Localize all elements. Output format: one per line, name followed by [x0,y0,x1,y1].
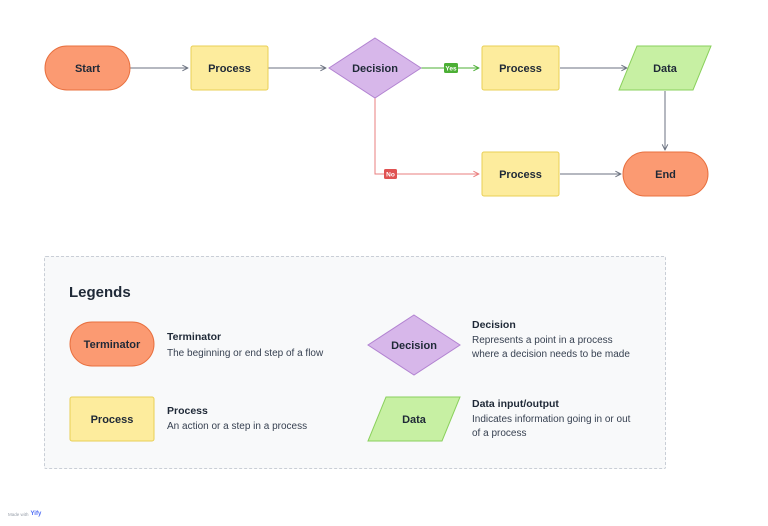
legend-shapes: Terminator Process Decision Data [69,314,461,442]
legend-decision-shape-label: Decision [391,340,437,352]
process-label-3: Process [499,169,542,181]
legend-decision-desc-line1: Represents a point in a process [472,335,613,346]
no-badge-label: No [386,172,395,179]
end-label: End [655,169,676,181]
process-node-1[interactable]: Process [190,45,269,91]
legend-panel: Legends Terminator Process Decision Data… [44,256,666,469]
yes-badge-label: Yes [445,66,457,73]
legend-data-shape-label: Data [402,414,427,426]
process-node-2[interactable]: Process [481,45,560,91]
legend-process-shape: Process [69,396,155,442]
decision-node[interactable]: Decision [328,37,422,99]
end-node[interactable]: End [622,151,709,197]
edge-decision-no [374,98,479,174]
legend-terminator-title: Terminator [167,331,222,343]
start-label: Start [75,63,100,75]
legend-decision-shape: Decision [367,314,461,376]
data-label: Data [653,63,678,75]
legend-process-desc: An action or a step in a process [167,421,308,432]
decision-label: Decision [352,63,398,75]
legend-title: Legends [69,284,131,301]
legend-terminator-desc: The beginning or end step of a flow [167,348,324,359]
no-badge: No [384,169,397,179]
legend-process-title: Process [167,405,208,417]
legend-decision-desc-line2: where a decision needs to be made [472,349,630,360]
start-node[interactable]: Start [44,45,131,91]
legend-data-desc-line2: of a process [472,428,527,439]
legend-data-desc-line1: Indicates information going in or out [472,414,631,425]
legend-data-shape: Data [367,396,461,442]
legend-decision-title: Decision [472,319,516,331]
made-with-footer: Made with Yify [8,511,41,517]
legend-terminator-shape-label: Terminator [84,339,141,351]
process-label-1: Process [208,63,251,75]
process-node-3[interactable]: Process [481,151,560,197]
brand-logo-text: Yify [30,511,42,517]
yes-badge: Yes [444,63,458,73]
legend-data-title: Data input/output [472,398,559,410]
made-with-text: Made with [8,511,29,517]
data-node[interactable]: Data [618,45,712,91]
legend-process-shape-label: Process [91,414,134,426]
legend-terminator-shape: Terminator [69,321,155,367]
process-label-2: Process [499,63,542,75]
